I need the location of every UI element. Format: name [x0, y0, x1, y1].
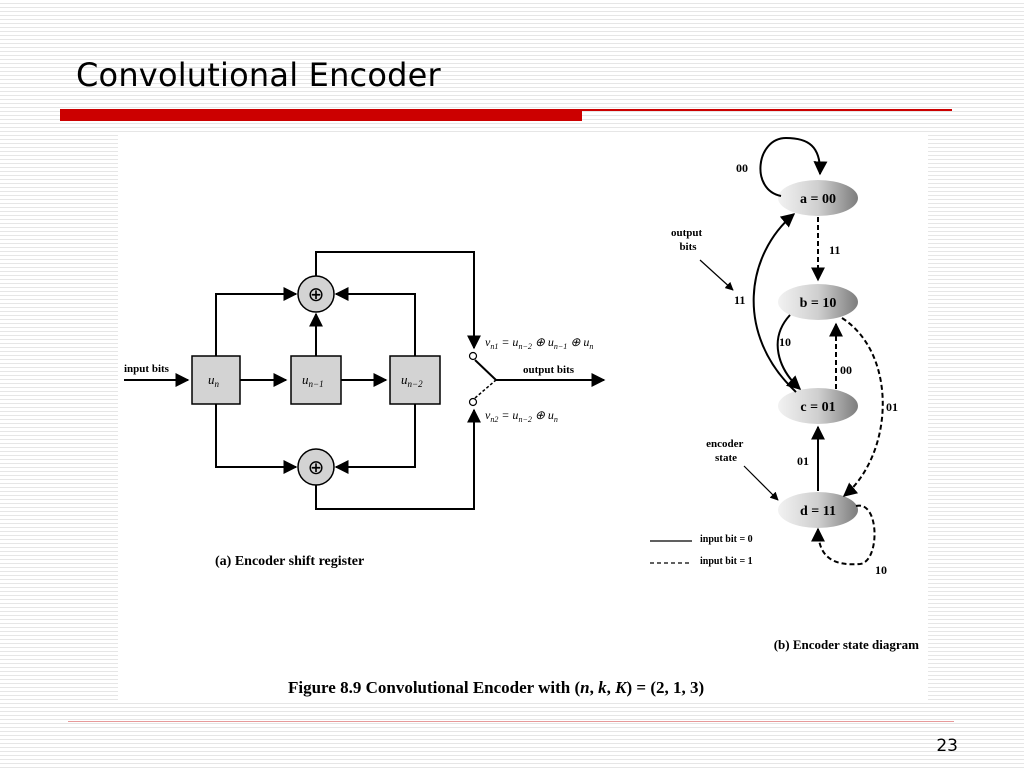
svg-text:un: un — [208, 372, 220, 389]
footer-rule — [68, 721, 954, 722]
xor-adder-bottom: ⊕ — [297, 448, 335, 486]
state-d: d = 11 — [778, 492, 858, 528]
slide-title: Convolutional Encoder — [76, 56, 441, 94]
figure-caption: Figure 8.9 Convolutional Encoder with (n… — [288, 678, 704, 697]
state-b: b = 10 — [778, 284, 858, 320]
tap-un2-to-bottom-adder — [334, 404, 416, 474]
state-a-label: a = 00 — [800, 192, 836, 207]
output-bits-label: output bits — [523, 364, 575, 376]
state-d-label: d = 11 — [800, 504, 836, 519]
state-c: c = 01 — [778, 388, 858, 424]
annotation-encoder-state-line2: state — [715, 452, 737, 464]
annotation-encoder-state: encoder state — [706, 438, 746, 464]
state-diagram: a = 00 b = 10 c = 01 d = 11 00 11 11 10 … — [650, 136, 919, 652]
annotation-output-bits-line2: bits — [679, 241, 697, 253]
annotation-output-bits-line1: output — [671, 227, 703, 239]
annotation-output-bits-pointer — [699, 259, 734, 291]
svg-text:⊕: ⊕ — [308, 284, 325, 306]
tap-un2-to-top-adder — [334, 287, 416, 356]
state-c-label: c = 01 — [800, 400, 835, 415]
state-diagram-caption: (b) Encoder state diagram — [774, 637, 919, 652]
transition-d-self — [811, 504, 876, 566]
top-adder-output-line — [315, 251, 481, 350]
legend-dashed-label: input bit = 1 — [700, 556, 753, 567]
tap-un-to-bottom-adder — [215, 404, 298, 474]
transition-c-a — [752, 213, 797, 393]
equation-v1: vn1 = un−2 ⊕ un−1 ⊕ un — [485, 335, 593, 351]
legend-solid-label: input bit = 0 — [700, 534, 753, 545]
switch-contact-bottom — [468, 397, 478, 407]
title-accent-bar — [60, 110, 582, 121]
tap-un-to-top-adder — [215, 287, 298, 356]
register-un-1: un−1 — [290, 355, 342, 405]
slide-number: 23 — [936, 736, 958, 756]
xor-adder-top: ⊕ — [297, 275, 335, 313]
annotation-encoder-state-line1: encoder — [706, 438, 743, 450]
figure-panel: input bits un un−1 un−2 ⊕ ⊕ — [118, 134, 928, 702]
switch-contact-top — [468, 351, 478, 361]
register-un-2: un−2 — [389, 355, 441, 405]
transition-a-b-label: 11 — [829, 243, 840, 257]
transition-a-self — [759, 136, 828, 197]
transition-c-b-label: 00 — [840, 363, 852, 377]
shift-register-diagram: input bits un un−1 un−2 ⊕ ⊕ — [124, 251, 606, 569]
legend: input bit = 0 input bit = 1 — [650, 534, 753, 567]
figure-svg: input bits un un−1 un−2 ⊕ ⊕ — [124, 136, 919, 697]
state-b-label: b = 10 — [800, 296, 837, 311]
bottom-adder-output-line — [315, 408, 481, 510]
state-a: a = 00 — [778, 180, 858, 216]
equation-v2: vn2 = un−2 ⊕ un — [485, 408, 558, 424]
transition-d-c-label: 01 — [797, 454, 809, 468]
annotation-encoder-state-pointer — [743, 465, 779, 501]
svg-text:⊕: ⊕ — [308, 457, 325, 479]
register-un: un — [191, 355, 241, 405]
transition-b-c — [776, 314, 802, 390]
switch-arm-alt — [474, 379, 497, 399]
transition-a-self-label: 00 — [736, 161, 748, 175]
input-bits-label: input bits — [124, 363, 170, 375]
annotation-output-bits: output bits — [671, 227, 705, 253]
shift-register-caption: (a) Encoder shift register — [215, 554, 364, 569]
transition-d-self-label: 10 — [875, 563, 887, 577]
transition-b-d-label: 01 — [886, 400, 898, 414]
transition-c-a-label: 11 — [734, 293, 745, 307]
switch-arm — [474, 359, 497, 381]
transition-b-c-label: 10 — [779, 335, 791, 349]
transition-b-d — [841, 317, 884, 497]
